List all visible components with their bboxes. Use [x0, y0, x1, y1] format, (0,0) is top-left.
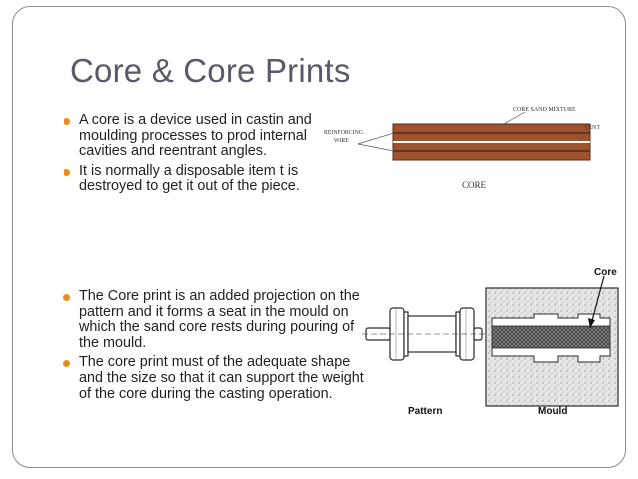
label-mould: Mould: [538, 406, 567, 417]
bullet-text: The core print must of the adequate shap…: [79, 354, 364, 402]
bullet-text: A core is a device used in castin and mo…: [79, 113, 312, 160]
slide-title: Core & Core Prints: [70, 52, 351, 89]
label-core-sand-mixture: CORE SAND MIXTURE: [513, 107, 576, 113]
bullet-dot-icon: [64, 168, 70, 176]
pattern-drawing: [362, 307, 486, 361]
bullet-dot-icon: [63, 294, 70, 301]
bullet-list-bottom: The Core print is an added projection on…: [63, 288, 364, 406]
label-pattern: Pattern: [408, 406, 442, 417]
bullet-list-top: A core is a device used in castin and mo…: [64, 113, 354, 199]
bullet-text: The Core print is an added projection on…: [79, 288, 360, 351]
core-in-mould: [491, 325, 611, 349]
bullet-dot-icon: [64, 118, 70, 125]
bullet-item: It is normally a disposable item t is de…: [64, 162, 354, 195]
label-wire: WIRE: [334, 138, 349, 144]
pattern-mould-illustration: Core Pattern Mould: [362, 267, 619, 417]
bullet-item: The Core print is an added projection on…: [63, 288, 364, 351]
core-illustration: CORE SAND MIXTURE REINFORCING WIRE VENT …: [320, 100, 620, 206]
bullet-text: It is normally a disposable item t is de…: [79, 162, 300, 195]
bullet-item: A core is a device used in castin and mo…: [64, 113, 354, 160]
bullet-dot-icon: [63, 360, 70, 368]
label-core: Core: [594, 267, 617, 278]
label-vent: VENT: [584, 125, 600, 131]
label-reinforcing: REINFORCING: [324, 130, 363, 136]
bullet-item: The core print must of the adequate shap…: [63, 354, 364, 402]
core-caption: CORE: [462, 180, 487, 190]
